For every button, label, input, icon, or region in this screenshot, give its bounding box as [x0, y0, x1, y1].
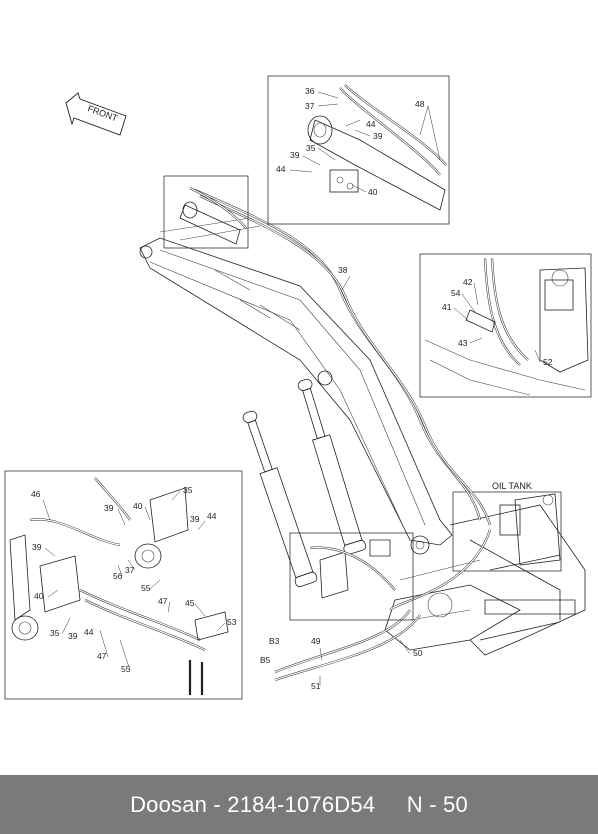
callout-47b: 47 — [97, 651, 107, 661]
callout-37b: 37 — [125, 565, 135, 575]
callout-39c: 39 — [104, 503, 114, 513]
callout-47a: 47 — [158, 596, 168, 606]
port-b3: B3 — [269, 636, 280, 646]
callout-44a: 44 — [366, 119, 376, 129]
callout-49: 49 — [311, 636, 321, 646]
leader-lines — [42, 91, 541, 686]
oil-tank-label: OIL TANK — [492, 481, 532, 491]
callout-41: 41 — [442, 302, 452, 312]
callout-45: 45 — [185, 598, 195, 608]
parts-diagram: FRONT — [4, 75, 592, 700]
boom-cylinders — [242, 378, 367, 588]
callout-53: 53 — [227, 617, 237, 627]
footer-page-ref: N - 50 — [406, 791, 468, 817]
callout-44b: 44 — [276, 164, 286, 174]
callout-39e: 39 — [32, 542, 42, 552]
inset-top-center — [267, 75, 450, 225]
inset-boom-end — [163, 175, 249, 249]
callout-54: 54 — [451, 288, 461, 298]
port-b5: B5 — [260, 655, 271, 665]
callout-35a: 35 — [306, 143, 316, 153]
callout-39d: 39 — [190, 514, 200, 524]
callout-46: 46 — [31, 489, 41, 499]
callout-35b: 35 — [183, 485, 193, 495]
callout-43: 43 — [458, 338, 468, 348]
callout-40a: 40 — [368, 187, 378, 197]
callout-55b: 55 — [121, 664, 131, 674]
callout-52: 52 — [543, 357, 553, 367]
callouts: 36 37 48 44 39 35 39 44 40 38 42 54 41 4… — [31, 86, 553, 691]
callout-38: 38 — [338, 265, 348, 275]
callout-51: 51 — [311, 681, 321, 691]
callout-40b: 40 — [133, 501, 143, 511]
callout-50: 50 — [413, 648, 423, 658]
footer-part-number: 2184-1076D54 — [227, 791, 376, 817]
boom-assembly — [139, 217, 453, 555]
callout-42: 42 — [463, 277, 473, 287]
callout-39f: 39 — [68, 631, 78, 641]
inset-bottom-left — [4, 470, 243, 700]
callout-37: 37 — [305, 101, 315, 111]
callout-44c: 44 — [207, 511, 217, 521]
footer-bar: Doosan - 2184-1076D54 N - 50 — [0, 775, 598, 834]
inset-right — [419, 253, 592, 398]
inset-center-bottom — [289, 532, 414, 621]
port-labels: B3 B5 — [260, 636, 280, 665]
callout-39a: 39 — [373, 131, 383, 141]
callout-44d: 44 — [84, 627, 94, 637]
callout-55a: 55 — [141, 583, 151, 593]
main-hoses — [194, 188, 492, 682]
callout-56: 56 — [113, 571, 123, 581]
callout-40c: 40 — [34, 591, 44, 601]
footer-separator: - — [213, 791, 221, 817]
footer-brand: Doosan — [130, 791, 208, 817]
callout-35c: 35 — [50, 628, 60, 638]
oil-tank-area: OIL TANK — [452, 481, 562, 572]
callout-36: 36 — [305, 86, 315, 96]
callout-48: 48 — [415, 99, 425, 109]
callout-39b: 39 — [290, 150, 300, 160]
